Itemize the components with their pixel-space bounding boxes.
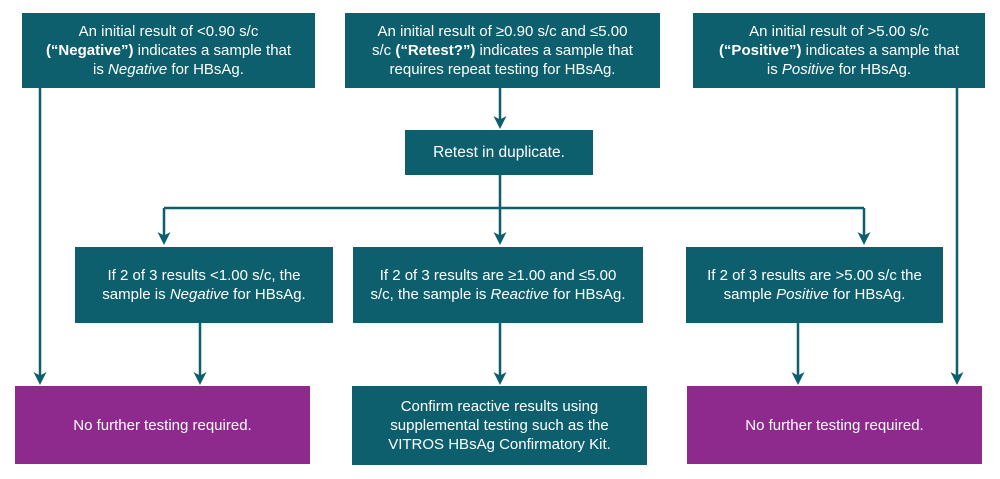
arrow-down-icon <box>950 372 964 385</box>
arrow-down-icon <box>857 232 871 245</box>
arrow-down-icon <box>493 116 507 129</box>
node-initial-retest-text: An initial result of ≥0.90 s/c and ≤5.00… <box>372 23 633 78</box>
arrow-down-icon <box>791 372 805 385</box>
arrow-down-icon <box>193 372 207 385</box>
node-retest-in-duplicate-text: Retest in duplicate. <box>433 144 565 161</box>
node-initial-retest: An initial result of ≥0.90 s/c and ≤5.00… <box>345 13 660 88</box>
node-initial-positive-text: An initial result of >5.00 s/c (“Positiv… <box>718 23 960 78</box>
node-no-further-testing-right-text: No further testing required. <box>745 416 924 434</box>
node-repeat-negative-text: If 2 of 3 results <1.00 s/c, the sample … <box>102 267 306 303</box>
node-repeat-positive: If 2 of 3 results are >5.00 s/c the samp… <box>686 247 943 323</box>
node-retest-in-duplicate: Retest in duplicate. <box>405 130 593 175</box>
node-repeat-positive-text: If 2 of 3 results are >5.00 s/c the samp… <box>707 267 922 303</box>
node-initial-negative-text: An initial result of <0.90 s/c (“Negativ… <box>45 23 292 78</box>
node-initial-negative: An initial result of <0.90 s/c (“Negativ… <box>22 13 315 88</box>
node-no-further-testing-left: No further testing required. <box>15 386 310 464</box>
arrow-down-icon <box>33 372 47 385</box>
node-confirm-reactive-text: Confirm reactive results using supplemen… <box>388 398 611 453</box>
arrow-down-icon <box>157 232 171 245</box>
node-initial-positive: An initial result of >5.00 s/c (“Positiv… <box>693 13 985 88</box>
node-confirm-reactive: Confirm reactive results using supplemen… <box>352 386 647 465</box>
arrow-down-icon <box>493 232 507 245</box>
node-repeat-reactive-text: If 2 of 3 results are ≥1.00 and ≤5.00 s/… <box>370 267 626 303</box>
node-no-further-testing-right: No further testing required. <box>687 386 982 464</box>
node-repeat-reactive: If 2 of 3 results are ≥1.00 and ≤5.00 s/… <box>353 247 643 323</box>
node-no-further-testing-left-text: No further testing required. <box>73 416 252 434</box>
node-repeat-negative: If 2 of 3 results <1.00 s/c, the sample … <box>75 247 333 323</box>
arrow-down-icon <box>493 372 507 385</box>
